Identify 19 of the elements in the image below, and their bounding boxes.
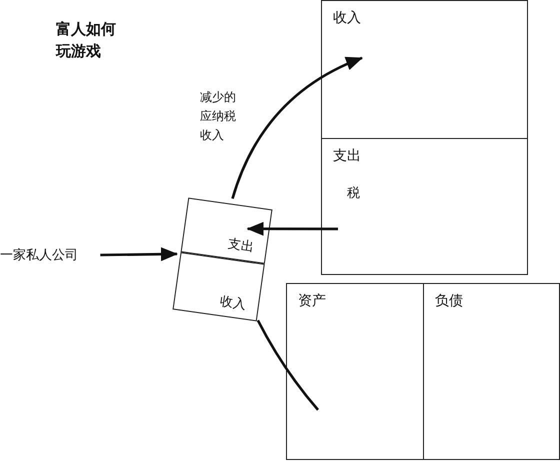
expense-cell bbox=[180, 198, 272, 264]
section-heading: 收入 bbox=[333, 9, 361, 27]
income-section bbox=[321, 0, 528, 139]
liabilities-section bbox=[423, 283, 560, 460]
arrow bbox=[246, 222, 338, 236]
expense-section bbox=[321, 138, 528, 275]
item-label: 税 bbox=[347, 185, 360, 202]
arrow bbox=[100, 247, 178, 262]
arrow bbox=[231, 56, 363, 200]
section-heading: 资产 bbox=[298, 292, 326, 310]
income-cell bbox=[172, 252, 265, 322]
section-heading: 收入 bbox=[218, 293, 248, 314]
connector-line bbox=[256, 320, 319, 411]
section-heading: 负债 bbox=[435, 292, 463, 310]
section-heading: 支出 bbox=[333, 147, 361, 165]
assets-section bbox=[286, 283, 424, 460]
title: 富人如何玩游戏 bbox=[56, 19, 117, 62]
section-heading: 支出 bbox=[227, 236, 256, 256]
company-label: 一家私人公司 bbox=[0, 247, 78, 264]
